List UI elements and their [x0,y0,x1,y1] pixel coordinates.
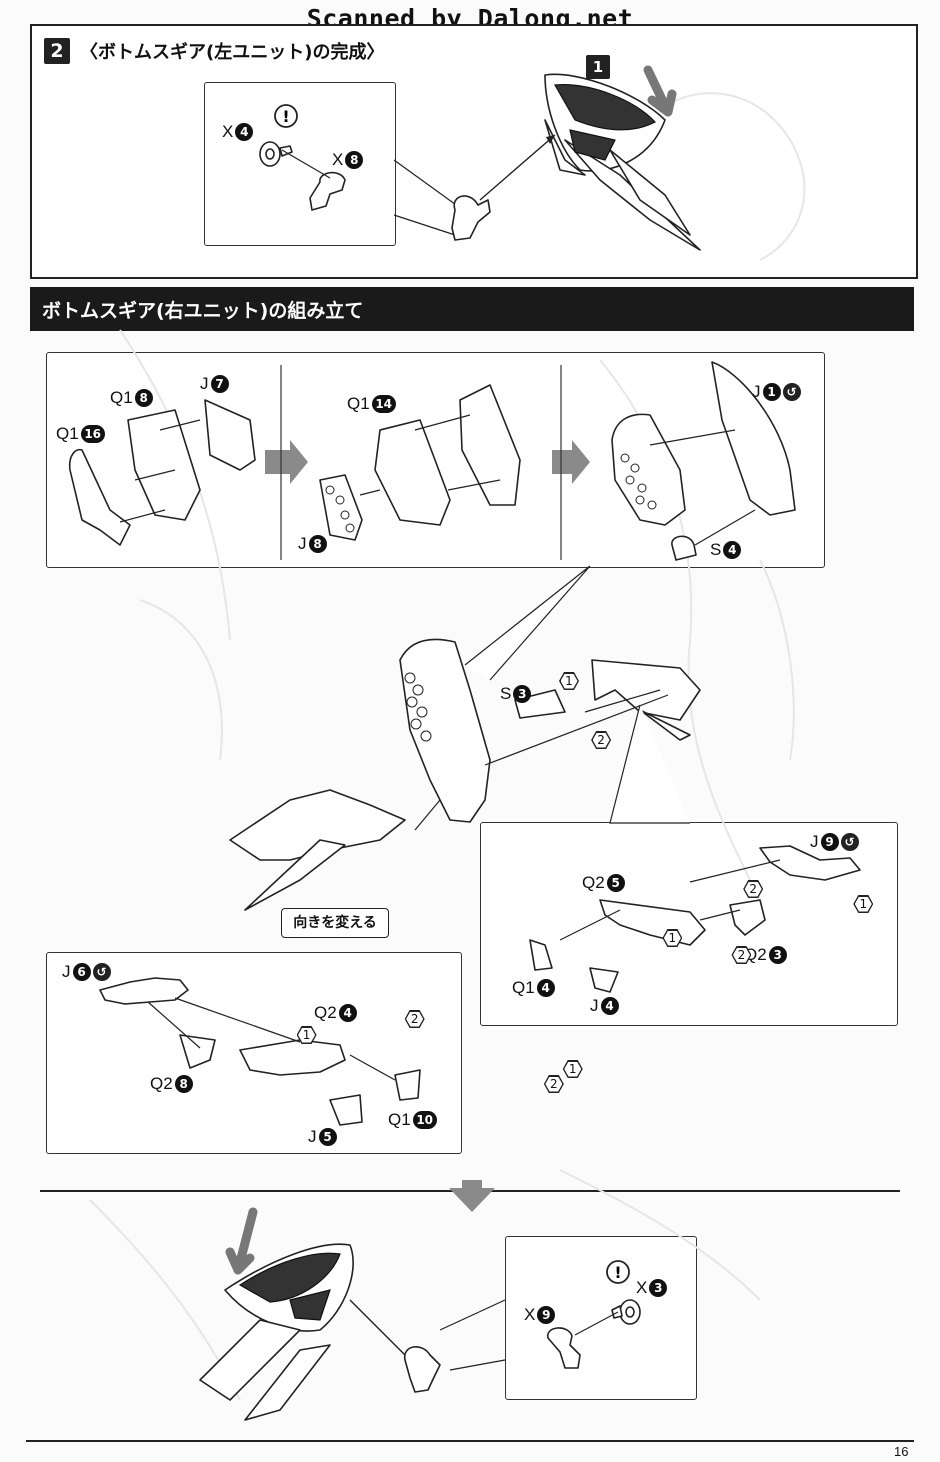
panel2-parts [319,384,521,541]
assembly-header-bar [30,287,914,331]
joint-detail-box-right [505,1236,697,1400]
next-step-arrow-icon [552,440,590,484]
ball-joint-parts-right [547,1299,641,1369]
page-bottom-line [26,1440,914,1442]
middle-assembly-drawing [229,638,701,911]
order-step-2-icon: 2 [404,1010,425,1028]
joint-detail-box-left [204,82,396,246]
caution-mark-text: ! [282,107,289,126]
joint-part-drawing [451,195,491,241]
right-box-parts [529,845,861,993]
step-callout-badge: 1 [586,55,610,79]
order-step-1-icon: 1 [559,672,579,690]
order-step-1-icon: 1 [562,1060,583,1078]
next-step-arrow-icon [265,440,308,484]
order-step-1-icon: 1 [662,929,683,947]
step-number-badge: 2 [44,38,70,64]
order-step-2-icon: 2 [591,731,612,749]
runner-gate-icon: ↺ [840,833,859,851]
joint-part-drawing [404,1346,441,1393]
right-unit-completed-drawing [199,1243,354,1421]
order-step-2-icon: 2 [731,946,752,964]
caution-icon [606,1260,630,1284]
caution-icon [274,104,298,128]
completion-section-title: 〈ボトムスギア(左ユニット)の完成〉 [80,42,385,63]
panel1-parts [68,399,256,546]
order-step-1-icon: 1 [853,895,874,913]
left-unit-completed-drawing [544,73,701,251]
insert-arrow-icon [225,1207,258,1275]
order-step-1-icon: 1 [296,1026,317,1044]
caution-mark-text: ! [614,1263,621,1282]
runner-gate-icon: ↺ [782,383,801,401]
order-step-2-icon: 2 [543,1075,564,1093]
turn-over-note: 向きを変える [281,908,389,938]
assembly-section-title: ボトムスギア(右ユニット)の組み立て [42,300,364,322]
page-number: 16 [894,1444,909,1459]
down-arrow-icon [449,1180,495,1212]
left-box-parts [99,977,421,1126]
order-step-2-icon: 2 [743,880,764,898]
completion-section [30,24,918,279]
panel3-parts [611,361,796,561]
insert-arrow-icon [643,65,677,117]
runner-gate-icon: ↺ [92,963,111,981]
ball-joint-parts-left [259,141,346,211]
